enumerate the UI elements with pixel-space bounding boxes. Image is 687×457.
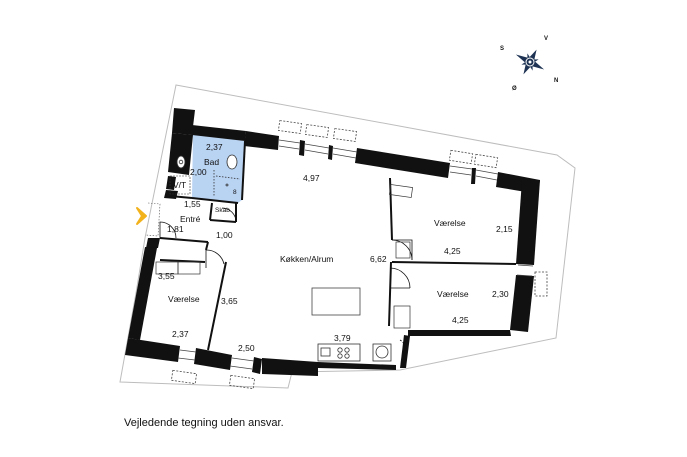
compass-label-o: Ø	[512, 86, 517, 92]
dim-bad-side: 8	[233, 189, 237, 196]
dim-vaerelse-w-bottom: 2,37	[172, 329, 189, 339]
disclaimer-text: Vejledende tegning uden ansvar.	[124, 417, 284, 429]
dim-kitchen-north: 4,97	[303, 173, 320, 183]
dim-kitchen-south: 3,79	[334, 333, 351, 343]
dim-vaerelse-ne-width: 4,25	[444, 246, 461, 256]
dim-vaerelse-w-side: 3,65	[221, 296, 238, 306]
dim-vaerelse-e-width: 4,25	[452, 315, 469, 325]
dim-vaerelse-w-south: 2,50	[238, 343, 255, 353]
dim-bad-width: 2,37	[206, 142, 223, 152]
kitchen-counter	[317, 343, 392, 362]
dim-bad-depth: 2,00	[190, 167, 207, 177]
vt-box	[169, 175, 191, 195]
kitchen-island	[311, 287, 361, 316]
windows	[170, 120, 548, 390]
compass-rose-icon: S V N Ø	[500, 36, 558, 92]
dim-vaerelse-w-top: 3,55	[158, 271, 175, 281]
dim-kitchen-east: 6,62	[370, 254, 387, 264]
room-label-kokken: Køkken/Alrum	[280, 254, 333, 264]
bathroom-fixtures	[176, 154, 241, 196]
doors	[159, 207, 413, 357]
room-label-bad: Bad	[204, 157, 219, 167]
dim-vaerelse-ne-depth: 2,15	[496, 224, 513, 234]
bathroom-floor	[192, 134, 245, 203]
closet-boxes	[155, 184, 413, 329]
room-label-vaerelse-w: Værelse	[168, 294, 200, 304]
entrance-threshold	[145, 202, 161, 237]
room-label-skab: Skab	[215, 207, 230, 214]
room-label-entre: Entré	[180, 214, 201, 224]
room-label-vaerelse-e: Værelse	[437, 289, 469, 299]
dim-entre-closet: 1,00	[216, 230, 233, 240]
room-label-vaerelse-ne: Værelse	[434, 218, 466, 228]
compass-label-s: S	[500, 46, 504, 52]
dim-vaerelse-e-depth: 2,30	[492, 289, 509, 299]
walls	[125, 108, 540, 376]
room-label-vt: V/T	[173, 180, 186, 190]
dim-entre-width: 1,55	[184, 199, 201, 209]
compass-label-v: V	[544, 36, 548, 42]
compass-label-n: N	[554, 78, 558, 84]
interior-walls	[159, 140, 517, 351]
dim-entre-depth: 1,81	[167, 224, 184, 234]
entry-arrow-icon	[136, 207, 147, 225]
